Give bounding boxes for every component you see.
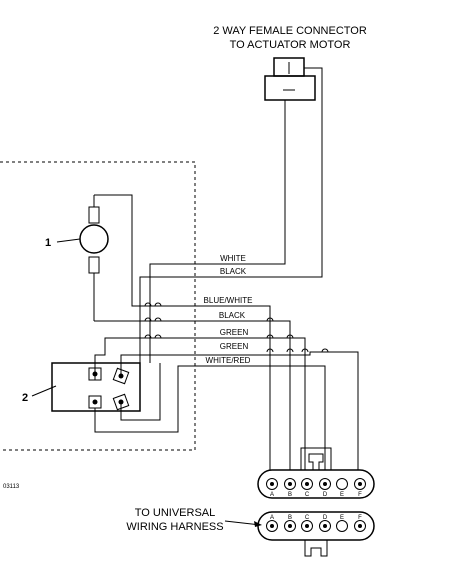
pin-label-lower-c: C bbox=[305, 515, 310, 521]
pin-label-lower-b: B bbox=[288, 515, 292, 521]
harness-label-line1: TO UNIVERSAL bbox=[135, 507, 216, 519]
pin-label-lower-d: D bbox=[323, 515, 328, 521]
harness-leader bbox=[224, 520, 261, 526]
wire-label-black-actuator: BLACK bbox=[220, 267, 247, 276]
component-1 bbox=[79, 195, 109, 321]
wire-label-blue-white: BLUE/WHITE bbox=[204, 296, 253, 305]
pin-label-upper-c: C bbox=[305, 492, 310, 498]
six-pin-connector-upper bbox=[257, 447, 375, 499]
pin-label-upper-d: D bbox=[323, 492, 328, 498]
component-2 bbox=[51, 362, 141, 412]
wire-label-white: WHITE bbox=[220, 254, 246, 263]
wire-label-green-2: GREEN bbox=[220, 342, 249, 351]
actuator-connector-title: 2 WAY FEMALE CONNECTOR bbox=[213, 25, 367, 37]
callout-2-leader bbox=[31, 385, 57, 397]
actuator-connector-subtitle: TO ACTUATOR MOTOR bbox=[230, 39, 351, 51]
pin-label-upper-e: E bbox=[340, 492, 344, 498]
figure-number: 03113 bbox=[3, 484, 20, 490]
wire-crossovers bbox=[144, 302, 329, 353]
pin-label-upper-b: B bbox=[288, 492, 292, 498]
pin-label-upper-a: A bbox=[270, 492, 274, 498]
callout-1-leader bbox=[56, 238, 81, 243]
pin-label-lower-a: A bbox=[270, 515, 274, 521]
pin-label-lower-f: F bbox=[358, 515, 362, 521]
harness-label-line2: WIRING HARNESS bbox=[126, 521, 223, 533]
callout-1: 1 bbox=[45, 237, 51, 249]
pin-label-lower-e: E bbox=[340, 515, 344, 521]
actuator-connector bbox=[264, 57, 316, 101]
wire-label-green-1: GREEN bbox=[220, 328, 249, 337]
wire-label-black: BLACK bbox=[219, 311, 246, 320]
callout-2: 2 bbox=[22, 392, 28, 404]
wire-harness-lines bbox=[94, 67, 359, 470]
wire-label-white-red: WHITE/RED bbox=[206, 356, 251, 365]
pin-label-upper-f: F bbox=[358, 492, 362, 498]
six-pin-connector-lower bbox=[257, 511, 375, 557]
